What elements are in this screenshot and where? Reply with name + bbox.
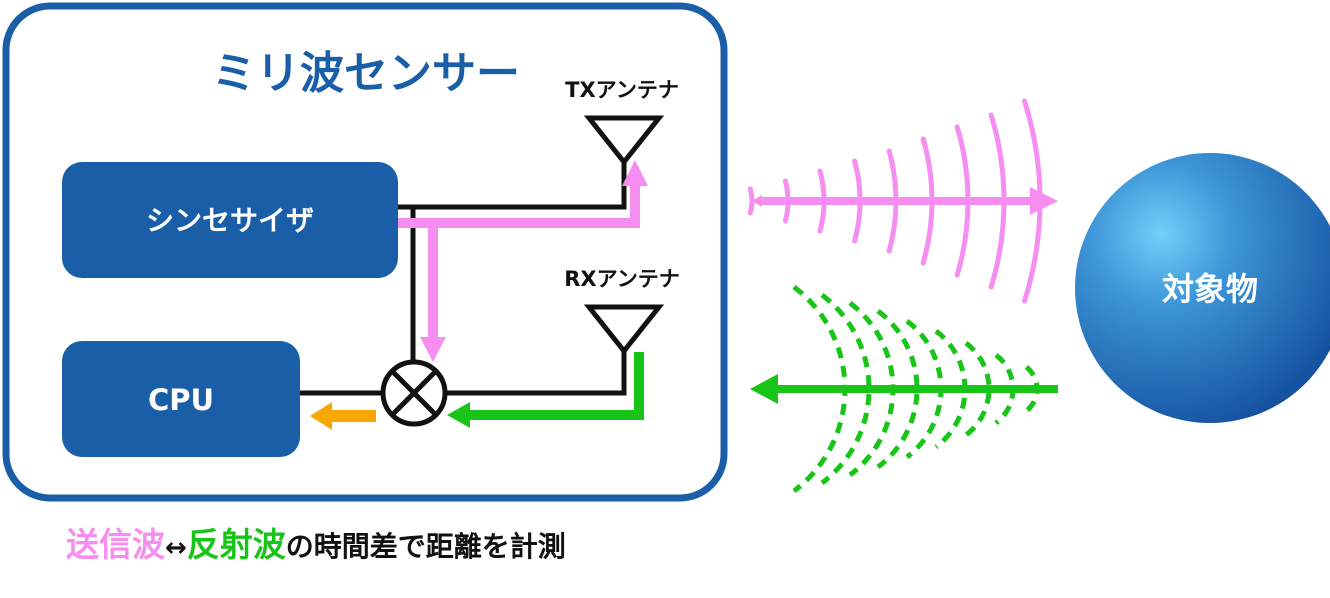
rx-antenna-icon (583, 304, 665, 356)
tx-antenna-label: TXアンテナ (565, 78, 679, 102)
transmit-wave (747, 98, 1058, 304)
reflected-wave (750, 285, 1058, 493)
caption: 送信波↔反射波の時間差で距離を計測 (66, 525, 566, 564)
synthesizer-block (62, 162, 398, 278)
caption-transmit: 送信波 (66, 525, 165, 564)
caption-rest: の時間差で距離を計測 (286, 530, 566, 563)
caption-arrow: ↔ (165, 533, 187, 563)
cpu-label: CPU (148, 383, 214, 417)
cpu-block (62, 341, 300, 457)
sensor-title: ミリ波センサー (212, 48, 520, 99)
synthesizer-label: シンセサイザ (146, 204, 314, 237)
mixer-icon (380, 359, 448, 427)
transmit-wave-arc (747, 186, 755, 216)
target-label: 対象物 (1162, 270, 1258, 308)
reflected-wave-arc (876, 309, 920, 469)
output-arrow (310, 402, 376, 430)
receive-signal-path (447, 352, 644, 428)
rx-antenna-label: RXアンテナ (564, 267, 680, 291)
caption-reflect: 反射波 (187, 525, 286, 564)
target-object (1075, 153, 1330, 423)
tx-antenna-icon (583, 115, 665, 167)
transmit-signal-path (398, 160, 648, 362)
circuit-wires (300, 160, 627, 396)
